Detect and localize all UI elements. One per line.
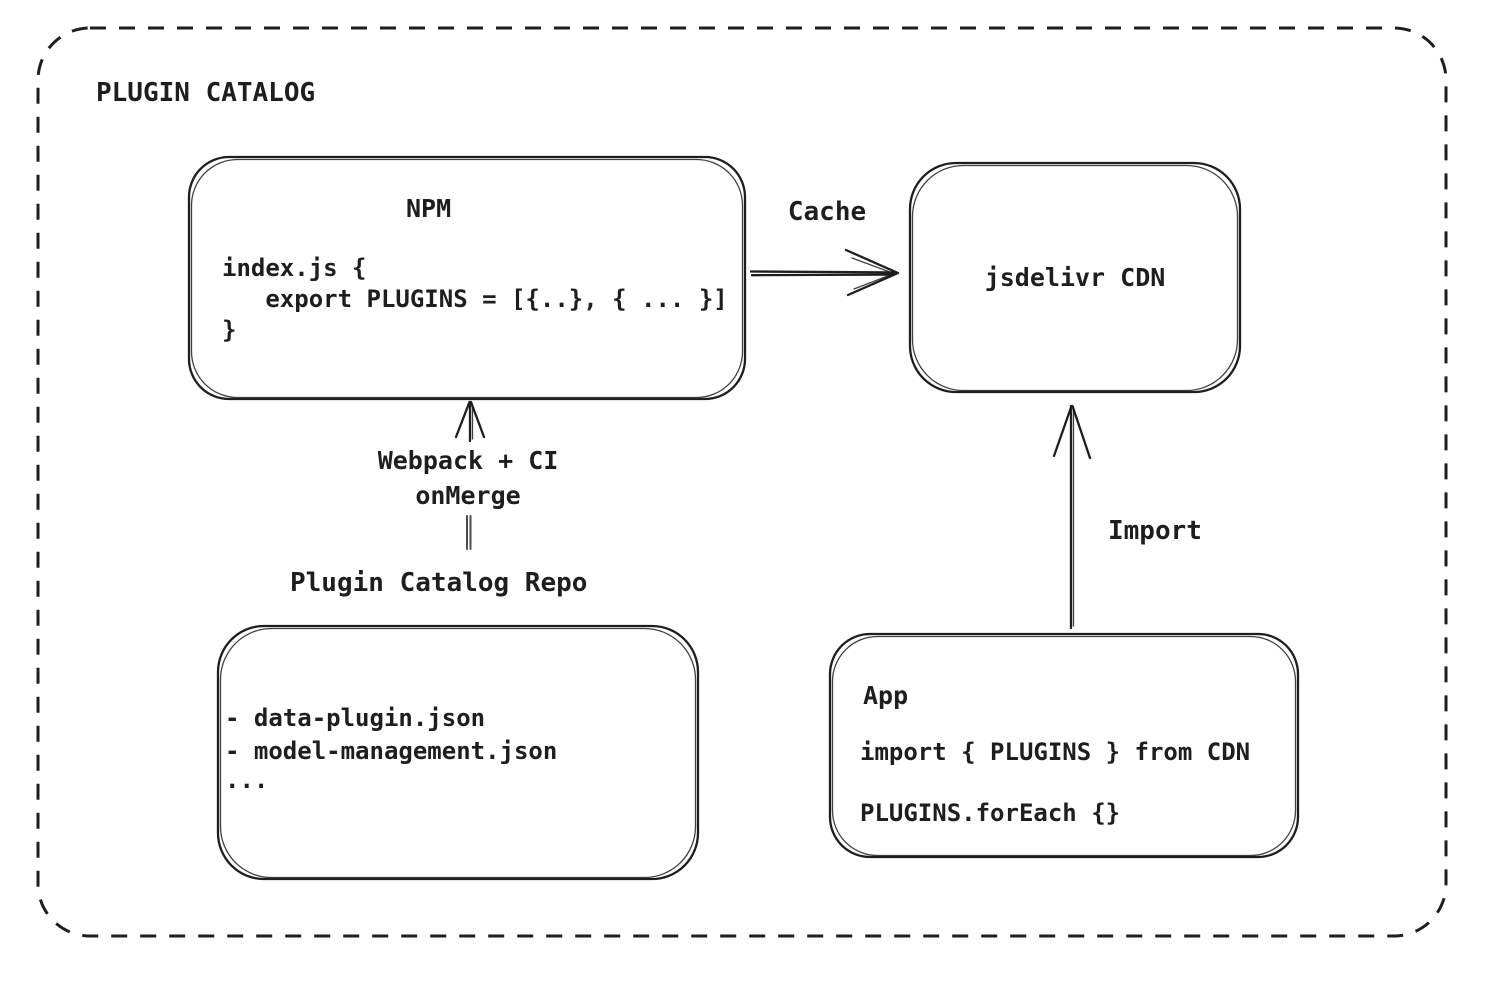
npm-code-line-2: export PLUGINS = [{..}, { ... }]: [222, 285, 728, 313]
repo-item-3: ...: [225, 766, 269, 794]
diagram-title: PLUGIN CATALOG: [96, 78, 316, 108]
repo-item-2: - model-management.json: [225, 737, 558, 765]
app-box: [828, 632, 1300, 859]
app-code-line-1: import { PLUGINS } from CDN: [860, 738, 1251, 766]
cdn-box-label: jsdelivr CDN: [984, 263, 1166, 292]
cache-edge-label: Cache: [787, 197, 867, 227]
npm-box-title: NPM: [406, 194, 452, 223]
repo-item-1: - data-plugin.json: [225, 704, 486, 732]
npm-code-line-1: index.js {: [222, 254, 367, 282]
build-edge-label-line1: Webpack + CI: [377, 446, 559, 475]
repo-box-label: Plugin Catalog Repo: [290, 568, 588, 598]
cache-arrow: [749, 248, 900, 297]
build-edge-label-line2: onMerge: [415, 481, 521, 510]
repo-box: [216, 624, 700, 881]
import-edge-label: Import: [1108, 516, 1202, 546]
app-code-line-2: PLUGINS.forEach {}: [860, 799, 1121, 827]
catalog-boundary-box: [36, 26, 1448, 938]
cdn-box: [908, 161, 1242, 394]
npm-code-line-3: }: [222, 316, 237, 344]
import-arrow: [1052, 404, 1092, 630]
build-arrow: [454, 400, 486, 443]
app-box-title: App: [863, 681, 909, 710]
merge-connector-line: [466, 515, 472, 550]
npm-box: [187, 155, 747, 401]
